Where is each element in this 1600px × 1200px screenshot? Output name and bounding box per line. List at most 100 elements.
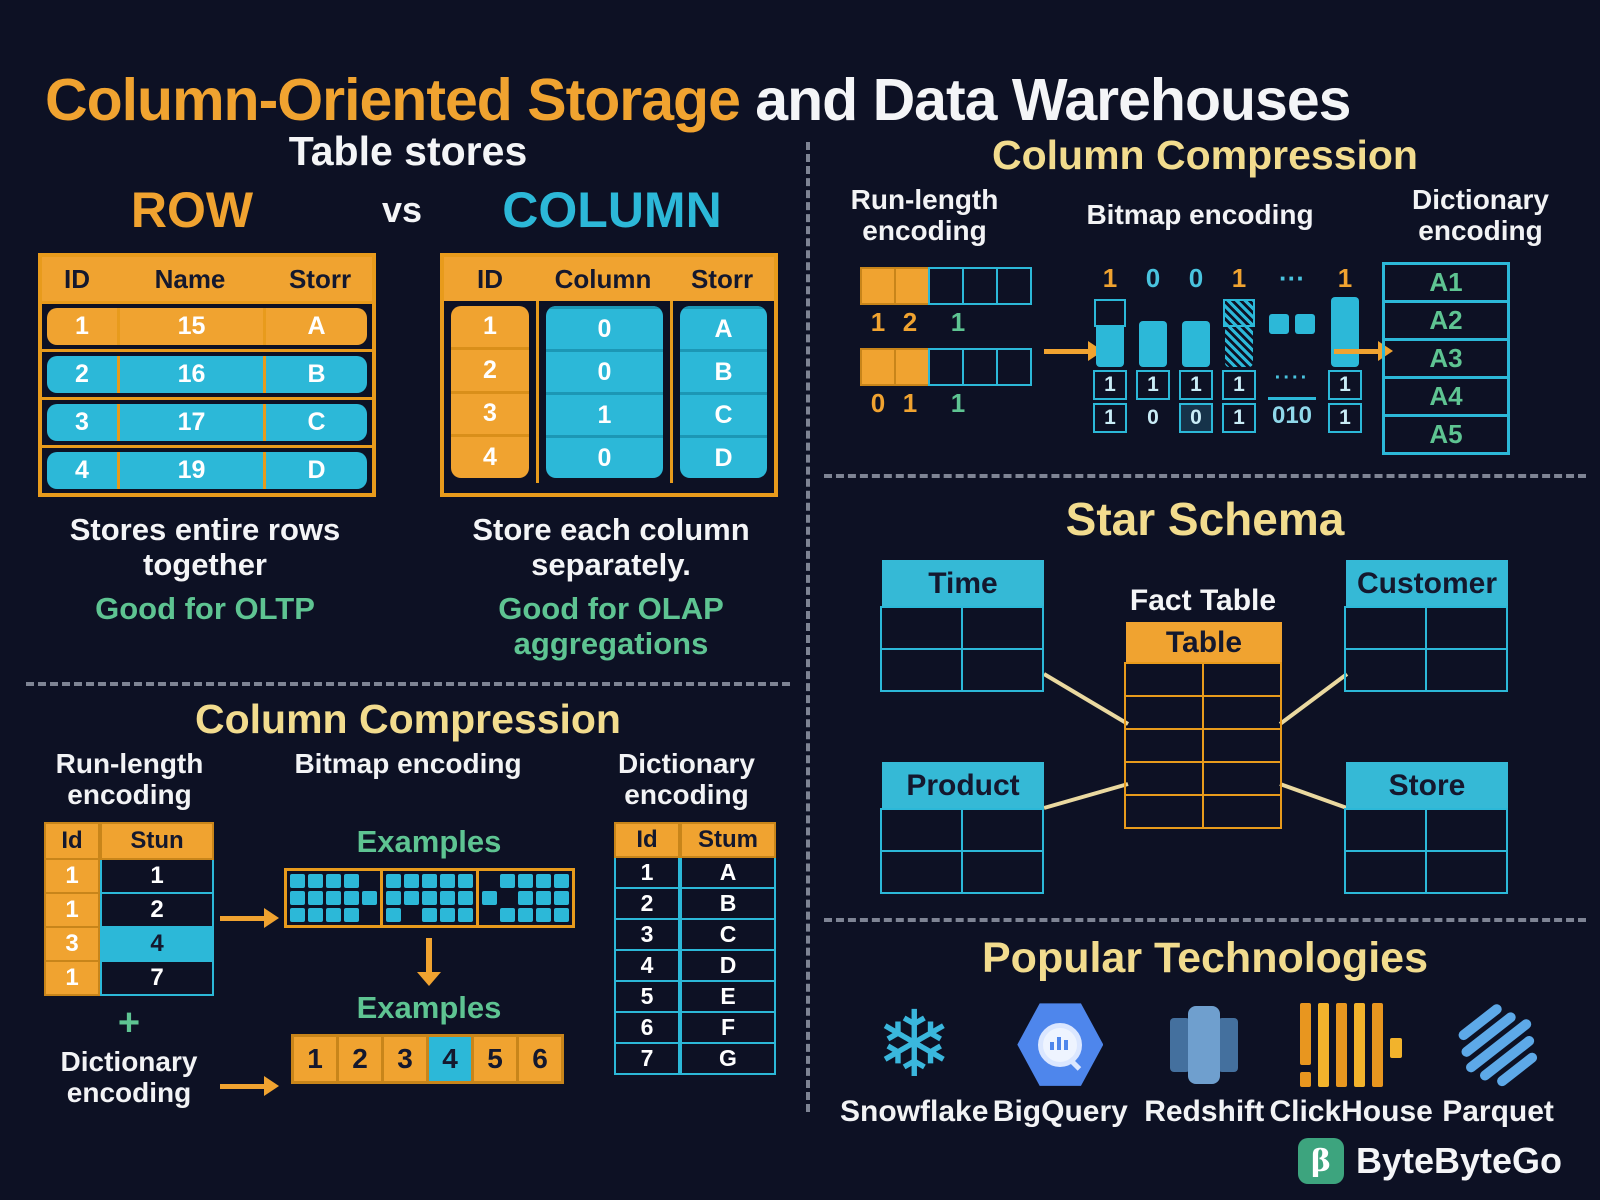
runlength-label: Run-length encoding — [55, 747, 204, 810]
tables-row: ID Name Storr 1 15 A 2 16 B 3 17 C 4 19 — [22, 253, 794, 497]
cell: B — [263, 356, 367, 393]
dictionary-table: Id Stum 1 A 2 B 3 C 4 D 5 E 6 F 7 G — [614, 822, 776, 1076]
plus-sign: + — [117, 1002, 141, 1045]
runlength-strip — [860, 266, 1034, 305]
dictionary-label: Dictionary encoding — [618, 747, 755, 810]
cell: 1 — [546, 392, 663, 435]
right-panel: Column Compression Run-length encoding B… — [822, 118, 1588, 1129]
parquet-icon — [1450, 999, 1546, 1091]
cell: 0 — [546, 306, 663, 349]
brand-name: ByteByteGo — [1355, 1140, 1562, 1181]
bitmap-column: 1 1 1 — [1093, 261, 1127, 433]
col-th: ID — [477, 263, 503, 294]
bitmap-column: 1 1 1 — [1328, 261, 1362, 433]
cell: 6 — [516, 1034, 564, 1085]
runlength-label: Run-length encoding — [850, 184, 999, 246]
th: Id — [614, 822, 680, 859]
cell: C — [680, 392, 767, 435]
row-oriented-table: ID Name Storr 1 15 A 2 16 B 3 17 C 4 19 — [38, 253, 376, 497]
title-rest: and Data Warehouses — [739, 66, 1351, 133]
arrow-right-icon — [220, 1076, 279, 1097]
captions-row: Stores entire rows together Good for OLT… — [22, 512, 794, 662]
dict-row: A3 — [1382, 337, 1510, 379]
column-label: COLUMN — [502, 182, 722, 238]
runlength-demo: 1 2 1 0 1 1 — [860, 266, 1034, 429]
dict-row: A5 — [1382, 413, 1510, 455]
tech-redshift: Redshift — [1132, 999, 1276, 1129]
dashed-divider — [824, 917, 1586, 922]
arrow-right-icon — [1044, 340, 1103, 361]
runlength-values: 1 2 1 — [870, 306, 966, 337]
row-caption: Stores entire rows together — [69, 512, 341, 582]
table-column: A B C D — [670, 301, 774, 483]
dictionary-note: Dictionary encoding — [60, 1046, 198, 1109]
bitmap-column: 0 1 0 — [1136, 261, 1170, 433]
vs-label: vs — [381, 189, 423, 230]
dimension-table-product: Product — [880, 761, 1044, 894]
cell: D — [680, 435, 767, 478]
tech-parquet: Parquet — [1426, 999, 1570, 1129]
runlength-strip — [860, 347, 1034, 386]
cell: 1 — [75, 312, 89, 340]
cell: 15 — [117, 308, 263, 345]
cell: 4 — [100, 928, 214, 963]
examples-label: Examples — [356, 824, 502, 860]
cell: 2 — [614, 889, 680, 921]
column-table-body: 1 2 3 4 0 0 1 0 A B C D — [444, 301, 774, 483]
fact-table: Table — [1124, 621, 1282, 829]
column-oriented-table: ID Column Storr 1 2 3 4 0 0 1 0 A — [440, 253, 778, 497]
table-column: 0 0 1 0 — [536, 301, 670, 483]
tech-bigquery: BigQuery — [988, 999, 1132, 1129]
runlength-table: Id Stun 1 1 1 2 3 4 1 7 — [44, 822, 214, 997]
cell: 1 — [291, 1034, 339, 1085]
cell: D — [680, 951, 776, 983]
dashed-divider — [26, 681, 790, 686]
column-compression-heading-right: Column Compression — [992, 132, 1418, 178]
cell: A — [680, 858, 776, 890]
cell: 0 — [546, 435, 663, 478]
dictionary-block: Id Stum 1 A 2 B 3 C 4 D 5 E 6 F 7 G — [614, 822, 776, 1076]
dimension-table-customer: Customer — [1344, 559, 1508, 692]
bitmap-segment — [475, 868, 575, 929]
cell: A — [263, 308, 367, 345]
col-th: Column — [554, 263, 652, 294]
cell: 2 — [451, 346, 529, 391]
page-title: Column-Oriented Storage and Data Warehou… — [45, 66, 1351, 134]
row-th: Storr — [288, 263, 352, 294]
row-benefit: Good for OLTP — [95, 591, 315, 627]
technologies-row: ❄ Snowflake BigQuery Redshift — [822, 998, 1588, 1129]
cell: 16 — [117, 356, 263, 393]
encoded-result-row: 1 2 3 4 5 6 — [264, 1034, 594, 1085]
cell: 3 — [44, 928, 100, 963]
cell: 6 — [614, 1013, 680, 1045]
row-label: ROW — [130, 182, 254, 238]
dict-row: A1 — [1382, 261, 1510, 303]
table-column: 1 2 3 4 — [444, 301, 536, 483]
bitmap-segment — [379, 868, 479, 929]
arrow-right-icon — [220, 908, 279, 929]
cell: 7 — [614, 1044, 680, 1076]
bitmap-strip — [264, 868, 594, 929]
column-caption: Store each column separately. — [472, 512, 750, 582]
cell: 4 — [614, 951, 680, 983]
cell: 1 — [44, 860, 100, 895]
cell: B — [680, 349, 767, 392]
examples-label: Examples — [356, 990, 502, 1026]
cell: 2 — [75, 360, 89, 388]
cell: 1 — [44, 962, 100, 997]
popular-technologies-heading: Popular Technologies — [982, 933, 1428, 982]
clickhouse-icon — [1300, 999, 1403, 1091]
bitmap-column-ellipsis: ··· ···· 010 — [1266, 261, 1318, 433]
compression-diagrams: 1 2 1 0 1 1 1 1 1 0 — [822, 261, 1588, 466]
th: Stun — [100, 822, 214, 861]
cell: 19 — [117, 452, 263, 489]
cell: 3 — [381, 1034, 429, 1085]
cell: 3 — [451, 390, 529, 435]
cell: F — [680, 1013, 776, 1045]
redshift-icon — [1158, 999, 1250, 1091]
table-row: 4 19 D — [42, 445, 372, 493]
cell: 2 — [100, 894, 214, 929]
cell: 3 — [75, 408, 89, 436]
column-compression-heading-left: Column Compression — [195, 695, 621, 742]
bitmap-demo: 1 1 1 0 1 0 0 1 0 1 1 1 — [1093, 261, 1362, 433]
